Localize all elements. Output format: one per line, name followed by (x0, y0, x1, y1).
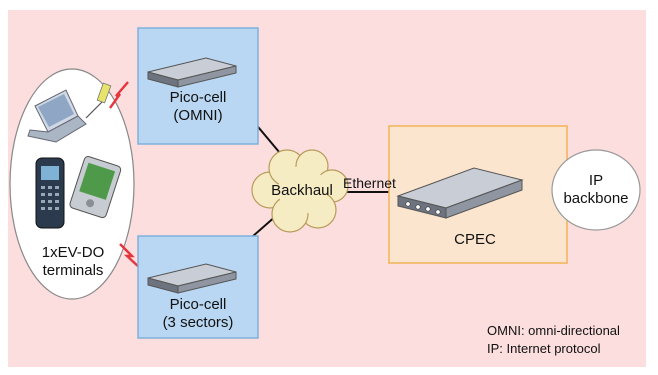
pico-cell-bottom-label: Pico-cell (3 sectors) (138, 296, 258, 332)
cpec-device-icon (396, 167, 524, 219)
cpec-label: CPEC (454, 231, 496, 248)
pico-cell-top-label: Pico-cell (OMNI) (138, 89, 258, 125)
pda-icon (69, 156, 122, 219)
pico-cell-top-device-icon (147, 57, 237, 88)
pico-cell-bottom-title: Pico-cell (169, 296, 227, 313)
ethernet-label: Ethernet (343, 175, 396, 191)
pico-cell-top-title: Pico-cell (169, 89, 227, 106)
legend-ip: IP: Internet protocol (487, 341, 601, 356)
terminals-group (9, 68, 135, 300)
mobile-phone-icon (35, 157, 65, 229)
pico-cell-bottom-device-icon (147, 263, 237, 294)
ip-backbone-node (551, 149, 641, 231)
legend-omni: OMNI: omni-directional (487, 323, 620, 338)
laptop-icon (27, 82, 112, 143)
pico-cell-bottom-subtitle: (3 sectors) (162, 314, 234, 331)
terminals-label: 1xEV-DO terminals (18, 244, 128, 280)
wireless-signal-icon (119, 243, 141, 269)
pico-cell-top-box (137, 27, 259, 145)
pico-cell-top-subtitle: (OMNI) (173, 107, 223, 124)
ip-backbone-line2: backbone (563, 190, 629, 207)
ip-backbone-line1: IP (588, 172, 604, 189)
terminals-line1: 1xEV-DO (41, 244, 105, 261)
wireless-signal-icon (109, 81, 129, 109)
terminals-line2: terminals (42, 262, 104, 279)
backhaul-cloud-icon (251, 149, 349, 233)
ip-backbone-label: IP backbone (552, 172, 640, 208)
backhaul-label: Backhaul (271, 182, 333, 199)
